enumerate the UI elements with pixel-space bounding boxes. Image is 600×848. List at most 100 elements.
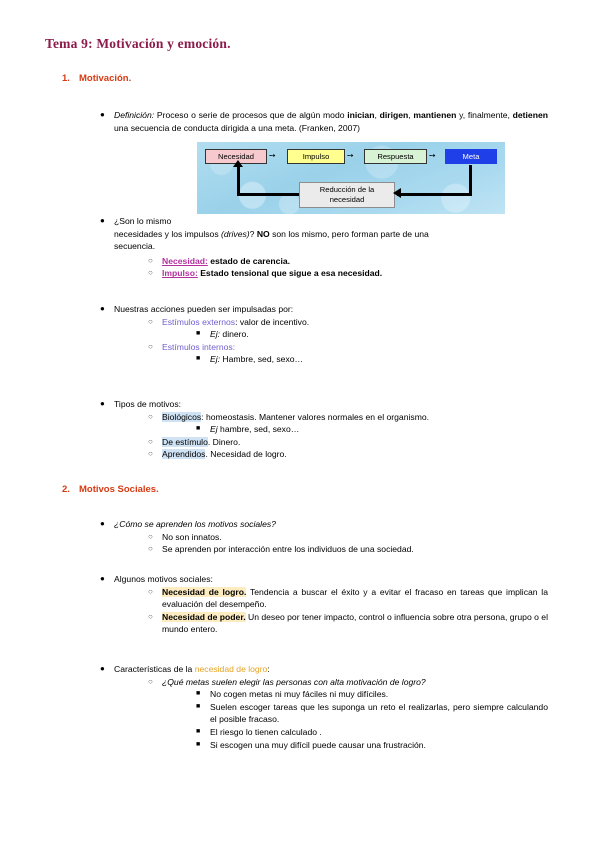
- bullet-level2: ○: [148, 316, 153, 326]
- ejemplo-biologicos-lead: Ej: [210, 424, 218, 435]
- diagram-line-meta-horizontal: [397, 193, 472, 196]
- diagram-reduccion-line1: Reducción de la: [319, 185, 375, 194]
- diagram-reduccion-line2: necesidad: [329, 195, 365, 204]
- bullet-level1: ●: [100, 216, 105, 225]
- list-item: ○ Aprendidos. Necesidad de logro.: [148, 448, 548, 461]
- se-aprenden-interaccion: Se aprenden por interacción entre los in…: [162, 544, 414, 555]
- definicion-sep1: ,: [374, 110, 380, 120]
- no-son-innatos: No son innatos.: [162, 531, 222, 542]
- necesidad-rest: estado de carencia.: [207, 255, 291, 266]
- impulso-rest: Estado tensional que sigue a esa necesid…: [197, 268, 383, 279]
- section-number-2: 2.: [62, 484, 70, 495]
- list-item: ● ¿Cómo se aprenden los motivos sociales…: [100, 518, 548, 531]
- definicion-bold-detienen: detienen: [512, 110, 548, 120]
- motivo-biologicos: Biológicos: homeostasis. Mantener valore…: [148, 411, 548, 424]
- diagram-line-meta-vertical: [469, 165, 472, 195]
- section-heading-2: 2. Motivos Sociales.: [62, 484, 159, 495]
- impulso-definition: Impulso: Estado tensional que sigue a es…: [148, 267, 548, 280]
- son-lo-mismo-no: NO: [256, 228, 270, 239]
- list-item: ○ Biológicos: homeostasis. Mantener valo…: [148, 411, 548, 424]
- list-item: ○ Necesidad: estado de carencia.: [148, 255, 548, 268]
- ejemplo-biologicos-rest: hambre, sed, sexo…: [217, 424, 300, 435]
- list-item: ● Tipos de motivos:: [100, 398, 548, 411]
- son-lo-mismo-text: ¿Son lo mismo necesidades y los impulsos…: [100, 215, 548, 253]
- son-lo-mismo-drives: (drives): [221, 228, 250, 239]
- bullet-level2: ○: [148, 676, 153, 686]
- caracteristicas-question: ¿Qué metas suelen elegir las personas co…: [162, 676, 426, 687]
- list-item: ■ Ej: Hambre, sed, sexo…: [196, 353, 548, 366]
- bullet-level2: ○: [148, 531, 153, 541]
- ejemplo-internos-lead: Ej:: [210, 354, 221, 365]
- motivo-aprendidos: Aprendidos. Necesidad de logro.: [148, 448, 548, 461]
- necesidad-de-poder-rest: Un deseo por tener impacto, control o in…: [162, 611, 548, 635]
- bullet-level3: ■: [196, 690, 201, 698]
- estimulos-externos-term: Estímulos externos: [162, 316, 236, 327]
- bullet-level3: ■: [196, 740, 201, 748]
- bullet-level2: ○: [148, 611, 153, 621]
- definicion-bold-dirigen: dirigen: [379, 110, 409, 120]
- bullet-level3: ■: [196, 330, 201, 338]
- necesidad-de-poder: Necesidad de poder. Un deseo por tener i…: [148, 611, 548, 636]
- motivo-de-estimulo-term: De estímulo: [162, 436, 208, 447]
- arrow-up-icon: [233, 160, 243, 167]
- list-item: ○ Necesidad de poder. Un deseo por tener…: [148, 611, 548, 636]
- tipos-motivos-block: ● Tipos de motivos: ○ Biológicos: homeos…: [100, 398, 548, 461]
- bullet-level2: ○: [148, 436, 153, 446]
- arrow-left-icon: [393, 188, 401, 198]
- bullet-level3: ■: [196, 355, 201, 363]
- definicion-part3: una secuencia de conducta dirigida a una…: [114, 122, 361, 133]
- bullet-level2: ○: [148, 255, 153, 265]
- algunos-motivos-block: ● Algunos motivos sociales: ○ Necesidad …: [100, 573, 548, 636]
- list-item: ○ Se aprenden por interacción entre los …: [148, 543, 548, 556]
- bullet-level2: ○: [148, 411, 153, 421]
- definicion-bold-mantienen: mantienen: [413, 110, 457, 120]
- bullet-level3: ■: [196, 702, 201, 710]
- necesidad-term: Necesidad:: [162, 255, 208, 266]
- bullet-level2: ○: [148, 449, 153, 459]
- list-item: ● Nuestras acciones pueden ser impulsada…: [100, 303, 548, 316]
- son-lo-mismo-line3: secuencia.: [114, 241, 156, 252]
- caracteristicas-heading-pre: Características de la: [114, 664, 195, 674]
- estimulos-externos: Estímulos externos: valor de incentivo.: [148, 316, 548, 329]
- necesidad-de-logro-term: Necesidad de logro.: [162, 586, 247, 597]
- diagram-box-reduccion: Reducción de la necesidad: [299, 182, 395, 208]
- caracteristica-item-3: El riesgo lo tienen calculado .: [210, 726, 322, 737]
- ejemplo-internos-rest: Hambre, sed, sexo…: [220, 354, 304, 365]
- estimulos-externos-rest: : valor de incentivo.: [235, 316, 310, 327]
- section-label-2: Motivos Sociales.: [79, 484, 159, 495]
- ejemplo-internos: Ej: Hambre, sed, sexo…: [196, 353, 548, 366]
- caracteristica-item-4: Si escogen una muy difícil puede causar …: [210, 739, 426, 750]
- tipos-motivos-heading: Tipos de motivos:: [114, 399, 182, 409]
- acciones-heading: Nuestras acciones pueden ser impulsadas …: [114, 304, 294, 314]
- list-item: ■ Si escogen una muy difícil puede causa…: [196, 739, 548, 752]
- motivo-aprendidos-rest: . Necesidad de logro.: [205, 449, 287, 460]
- section-number-1: 1.: [62, 73, 70, 84]
- page-title: Tema 9: Motivación y emoción.: [45, 36, 231, 51]
- definicion-bold-inician: inician: [347, 110, 375, 120]
- ejemplo-biologicos: Ej hambre, sed, sexo…: [196, 423, 548, 436]
- necesidad-de-logro: Necesidad de logro. Tendencia a buscar e…: [148, 586, 548, 611]
- arrow-right-icon-1: ➙: [269, 151, 276, 160]
- motivo-aprendidos-term: Aprendidos: [162, 449, 206, 460]
- motivo-de-estimulo: De estímulo. Dinero.: [148, 436, 548, 449]
- caracteristicas-heading: Características de la necesidad de logro…: [100, 663, 548, 676]
- impulso-term: Impulso:: [162, 268, 198, 279]
- definicion-part2: y, finalmente,: [456, 110, 513, 120]
- caracteristicas-heading-post: :: [267, 664, 270, 674]
- diagram-line-left-vertical: [237, 166, 240, 196]
- estimulos-internos: Estímulos internos:: [148, 341, 548, 354]
- son-lo-mismo-line2b: ?: [249, 228, 257, 239]
- caracteristica-item-1: No cogen metas ni muy fáciles ni muy dif…: [210, 689, 389, 700]
- como-se-aprenden-heading: ¿Cómo se aprenden los motivos sociales?: [114, 519, 276, 529]
- definicion-block: ● Definición: Proceso o serie de proceso…: [100, 109, 548, 134]
- bullet-level1: ●: [100, 399, 105, 408]
- list-item: ■ Ej: dinero.: [196, 328, 548, 341]
- definicion-part1: Proceso o serie de procesos que de algún…: [154, 110, 348, 120]
- bullet-level2: ○: [148, 586, 153, 596]
- bullet-level2: ○: [148, 268, 153, 278]
- list-item: ● Definición: Proceso o serie de proceso…: [100, 109, 548, 134]
- diagram-box-respuesta: Respuesta: [364, 149, 427, 164]
- ejemplo-externos: Ej: dinero.: [196, 328, 548, 341]
- list-item: ○ Impulso: Estado tensional que sigue a …: [148, 267, 548, 280]
